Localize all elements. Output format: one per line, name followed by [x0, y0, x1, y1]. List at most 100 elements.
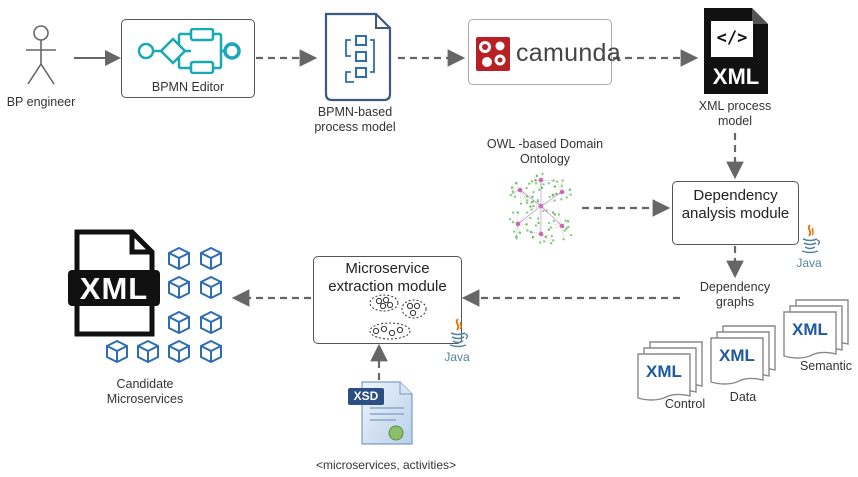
ontology-node	[525, 195, 529, 198]
ontology-node	[530, 201, 534, 204]
semantic-label: Semantic	[799, 359, 853, 373]
ontology-node	[535, 174, 539, 178]
data-graph-stack: XML	[709, 324, 779, 386]
ontology-node	[532, 204, 535, 208]
ontology-edge	[514, 189, 521, 197]
ontology-node	[542, 240, 546, 243]
ontology-node	[526, 211, 529, 214]
ontology-edge	[561, 191, 567, 198]
clusters-icon	[369, 294, 427, 340]
control-xml-badge: XML	[646, 362, 682, 381]
dependency-graphs-label-2: graphs	[715, 295, 755, 309]
ontology-edge	[516, 183, 521, 191]
ontology-edge	[540, 200, 555, 207]
ontology-node	[557, 213, 561, 216]
ontology-node	[542, 183, 545, 186]
ontology-node	[530, 208, 533, 211]
cube-icon	[200, 246, 222, 271]
data-xml-badge: XML	[719, 346, 755, 365]
bpmn-editor-icon	[137, 28, 241, 74]
ontology-node	[528, 216, 532, 220]
ontology-node	[537, 217, 540, 220]
ontology-edge	[517, 212, 528, 225]
ontology-node	[541, 172, 544, 176]
ontology-edge	[531, 232, 542, 235]
ontology-node	[525, 186, 528, 190]
ontology-node	[549, 242, 553, 244]
ontology-node	[547, 182, 551, 185]
ontology-node	[540, 186, 544, 190]
semantic-graph-stack: XML	[782, 298, 852, 360]
extraction-module-box: Microservice extraction module	[313, 256, 462, 344]
dependency-graphs-label-1: Dependency	[699, 280, 771, 294]
ontology-node	[534, 224, 537, 227]
dependency-module-label-2: analysis module	[681, 205, 790, 222]
microservice-cubes-grid	[106, 246, 222, 364]
control-stack-icon	[637, 341, 703, 401]
ontology-edge	[539, 233, 542, 243]
ontology-edge	[517, 217, 531, 225]
xml-process-document: </> XML	[702, 6, 770, 96]
dependency-module-label-1: Dependency	[693, 187, 778, 204]
ontology-edge	[533, 200, 542, 207]
java-cup-icon	[449, 318, 468, 348]
ontology-edge	[511, 187, 521, 191]
ontology-node	[515, 181, 518, 185]
ontology-node	[552, 179, 555, 182]
ontology-edge	[512, 189, 521, 192]
control-label: Control	[664, 397, 706, 411]
ontology-edge	[554, 186, 563, 193]
bpmn-model-label-1: BPMN-based	[317, 105, 393, 119]
ontology-node	[527, 182, 531, 185]
ontology-node	[513, 195, 517, 199]
ontology-node	[515, 235, 518, 238]
ontology-node	[525, 223, 528, 226]
ontology-edge	[535, 225, 542, 235]
ontology-edge	[540, 191, 563, 207]
ontology-edge	[519, 189, 527, 197]
ontology-node	[529, 205, 532, 208]
ontology-node	[534, 182, 538, 185]
ontology-node	[510, 186, 514, 189]
ontology-node	[548, 195, 551, 199]
xml-process-label-2: model	[717, 114, 753, 128]
candidate-xml-document: XML	[66, 228, 162, 338]
ontology-edge	[530, 205, 542, 207]
ontology-node	[551, 211, 555, 214]
ontology-node	[512, 230, 516, 233]
ontology-edge	[561, 191, 571, 195]
ontology-edge	[533, 179, 542, 193]
ontology-edge	[540, 233, 545, 242]
extraction-module-label-2: extraction module	[328, 278, 447, 295]
ontology-edge	[549, 222, 563, 227]
ontology-node	[508, 217, 512, 221]
ontology-hub-node	[559, 189, 565, 195]
ontology-edge	[548, 225, 563, 230]
ontology-edge	[532, 233, 542, 238]
ontology-node	[553, 185, 557, 188]
ontology-node	[530, 231, 534, 234]
dependency-module-box: Dependency analysis module	[672, 181, 799, 245]
java-cup-icon	[801, 224, 820, 254]
ontology-node	[560, 198, 563, 201]
ontology-hub-node	[538, 231, 544, 237]
ontology-node	[553, 213, 556, 216]
ontology-node	[569, 233, 573, 237]
bpmn-model-document-icon	[324, 12, 392, 102]
ontology-edge	[561, 191, 563, 200]
ontology-node	[565, 196, 568, 199]
actor-icon	[26, 25, 56, 85]
ontology-hub-node	[515, 221, 521, 227]
java-logo-extraction: Java	[440, 318, 474, 366]
cube-icon	[168, 339, 190, 364]
xsd-caption: <microservices, activities>	[315, 458, 457, 472]
ontology-node	[544, 235, 548, 239]
ontology-node	[565, 227, 568, 230]
ontology-node	[552, 219, 555, 223]
ontology-edge	[516, 223, 519, 239]
extraction-module-label-1: Microservice	[345, 260, 430, 277]
ontology-node	[547, 228, 550, 231]
ontology-node	[525, 201, 529, 205]
ontology-node	[509, 193, 513, 197]
ontology-node	[550, 234, 554, 238]
